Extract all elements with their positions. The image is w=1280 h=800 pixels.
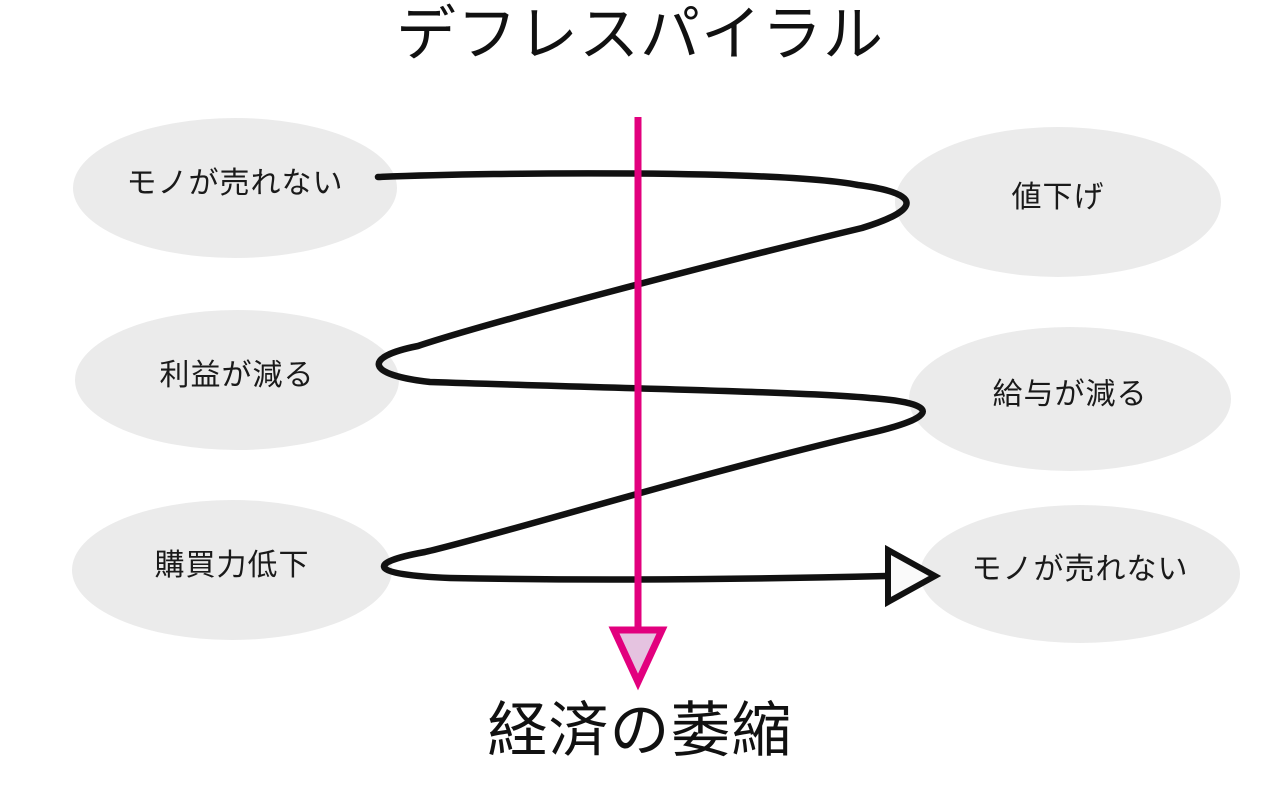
- node-bottom-right-label: モノが売れない: [971, 553, 1189, 586]
- spiral-line: [374, 170, 926, 583]
- node-top-right: 値下げ: [895, 127, 1221, 277]
- node-top-right-label: 値下げ: [1011, 181, 1105, 214]
- node-middle-left-label: 利益が減る: [159, 359, 315, 392]
- node-middle-right: 給与が減る: [909, 327, 1231, 471]
- node-bottom-left: 購買力低下: [72, 500, 392, 640]
- node-top-left-label: モノが売れない: [126, 167, 344, 200]
- node-top-left: モノが売れない: [73, 118, 397, 258]
- node-middle-left: 利益が減る: [75, 310, 399, 450]
- footer-label: 経済の萎縮: [487, 697, 793, 764]
- node-middle-right-label: 給与が減る: [992, 378, 1148, 411]
- down-arrowhead-icon: [608, 626, 668, 691]
- node-bottom-left-label: 購買力低下: [154, 549, 310, 582]
- node-bottom-right: モノが売れない: [920, 505, 1240, 643]
- page-title: デフレスパイラル: [396, 1, 884, 68]
